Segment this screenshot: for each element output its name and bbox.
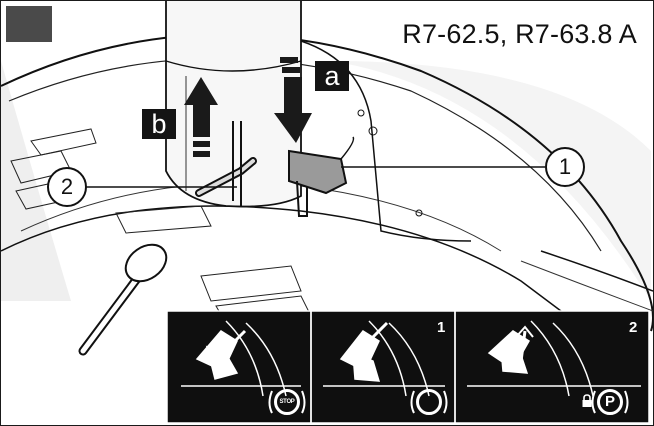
right-console — [300, 40, 472, 242]
brake-release-symbol — [416, 389, 442, 415]
label-a: a — [315, 61, 349, 91]
arrow-b — [184, 77, 218, 157]
fender-outline — [1, 33, 653, 332]
panel-3-border — [454, 310, 650, 424]
instruction-panel-strip — [166, 310, 650, 424]
lever-1 — [288, 149, 348, 195]
model-title: R7-62.5, R7-63.8 A — [402, 19, 637, 49]
label-b: b — [142, 109, 176, 139]
arrow-a — [274, 57, 312, 143]
panel-2-number: 1 — [437, 319, 446, 336]
brake-stop-symbol: STOP — [274, 389, 300, 415]
panel-3-number: 2 — [629, 319, 638, 336]
parking-brake-symbol: P — [597, 389, 623, 415]
lock-icon — [582, 394, 592, 407]
right-wheel — [540, 250, 653, 292]
cab-floor — [1, 205, 562, 312]
callout-2: 2 — [47, 167, 87, 207]
corner-block — [6, 6, 52, 42]
callout-1: 1 — [545, 147, 585, 187]
